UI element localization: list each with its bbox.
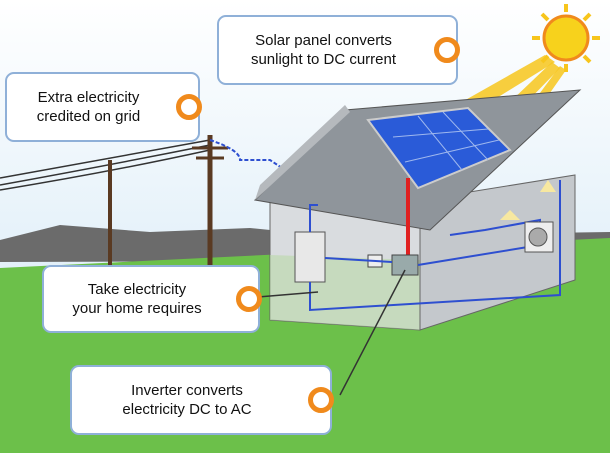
leader-home bbox=[257, 291, 319, 298]
orange-circle-icon bbox=[434, 37, 460, 63]
callout-text: electricity DC to AC bbox=[122, 401, 252, 418]
leader-inverter bbox=[339, 269, 406, 396]
callout-text: credited on grid bbox=[36, 108, 141, 125]
callout-text: Solar panel converts bbox=[255, 32, 392, 49]
power-lines bbox=[0, 135, 228, 285]
grid-wire bbox=[209, 139, 301, 181]
callout-text: Take electricity bbox=[87, 281, 187, 298]
callout-grid: Extra electricity credited on grid bbox=[5, 72, 202, 142]
callout-text: Extra electricity bbox=[37, 89, 140, 106]
house bbox=[253, 89, 582, 331]
callout-text: Inverter converts bbox=[131, 382, 243, 399]
callout-home: Take electricity your home requires bbox=[42, 265, 262, 333]
callout-solar-panel: Solar panel converts sunlight to DC curre… bbox=[217, 15, 460, 85]
orange-circle-icon bbox=[308, 387, 334, 413]
solar-panel bbox=[366, 106, 512, 190]
ac-wiring bbox=[309, 180, 561, 312]
callout-text: sunlight to DC current bbox=[250, 51, 397, 68]
callout-text: your home requires bbox=[72, 300, 202, 317]
inverter-box bbox=[391, 254, 419, 276]
meter-box bbox=[294, 231, 326, 283]
callout-inverter: Inverter converts electricity DC to AC bbox=[70, 365, 334, 435]
orange-circle-icon bbox=[236, 286, 262, 312]
orange-circle-icon bbox=[176, 94, 202, 120]
